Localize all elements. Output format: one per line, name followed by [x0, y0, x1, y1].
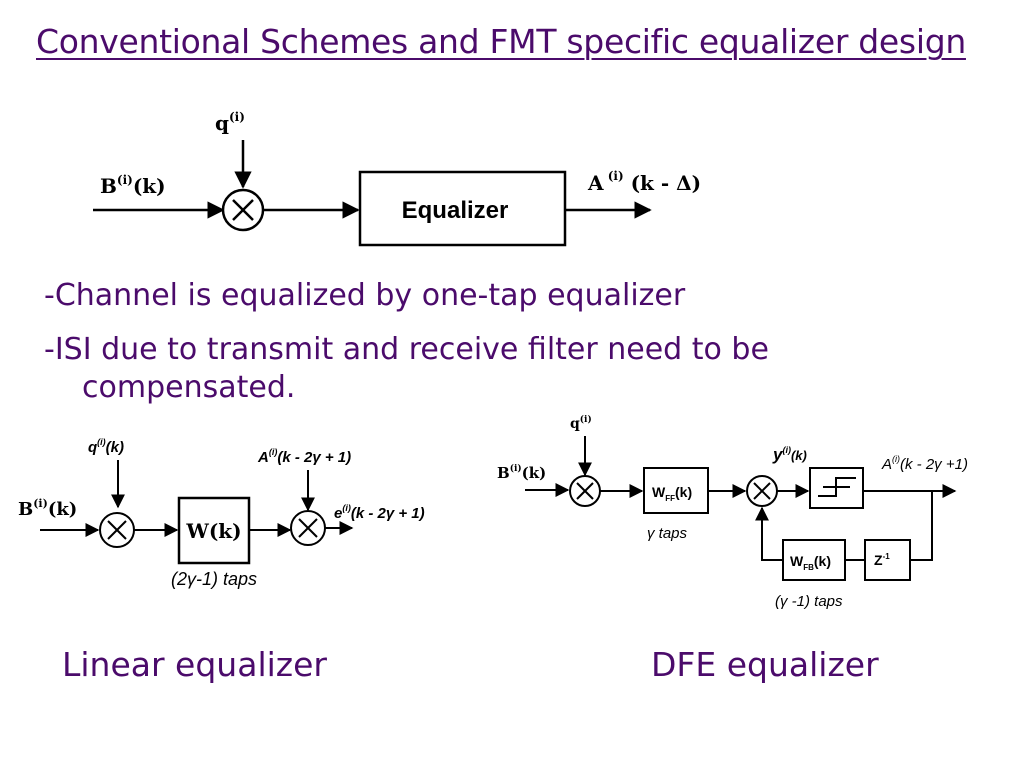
dfe-decision-icon — [818, 477, 856, 497]
dfe-mixer-1 — [569, 475, 601, 507]
dfe-equalizer-caption: DFE equalizer — [651, 645, 879, 684]
linear-mixer-2 — [290, 510, 326, 546]
bullet-list: -Channel is equalized by one-tap equaliz… — [44, 277, 984, 423]
dfe-ff-block — [643, 467, 709, 514]
linear-w-label: W(k) — [185, 519, 241, 543]
linear-q-label: q(i)(k) — [88, 437, 124, 456]
dfe-fb-taps: (γ -1) taps — [775, 593, 843, 610]
dfe-y-label: y(i)(k) — [772, 445, 807, 464]
dfe-equalizer-diagram: q(i) B(i)(k) WFF(k) γ taps y(i)(k) A(i)(… — [497, 414, 968, 610]
dfe-ff-label: WFF(k) — [652, 484, 692, 503]
bullet-item: -Channel is equalized by one-tap equaliz… — [44, 278, 686, 313]
top-output-label: A (i) (k - Δ) — [587, 169, 701, 195]
dfe-input-label: B(i)(k) — [497, 463, 546, 482]
top-q-label: q(i) — [215, 110, 245, 135]
top-equalizer-block-label: Equalizer — [402, 197, 509, 224]
linear-error-label: e(i)(k - 2γ + 1) — [334, 503, 425, 522]
top-equalizer-block — [358, 170, 567, 247]
linear-equalizer-caption: Linear equalizer — [62, 645, 327, 684]
dfe-fb-block — [782, 539, 846, 581]
linear-input-label: B(i)(k) — [18, 497, 77, 520]
dfe-mixer-2 — [746, 475, 778, 507]
dfe-fb-label: WFB(k) — [790, 553, 831, 572]
linear-taps-label: (2γ-1) taps — [171, 569, 257, 589]
linear-w-block — [177, 496, 251, 565]
top-input-label: B(i)(k) — [100, 173, 166, 198]
linear-equalizer-diagram: q(i)(k) B(i)(k) W(k) (2γ-1) taps A(i)(k … — [18, 437, 425, 589]
linear-mixer-1 — [99, 512, 135, 548]
bullet-item: -ISI due to transmit and receive filter … — [44, 332, 769, 405]
top-equalizer-diagram: q(i) B(i)(k) Equalizer A (i) (k - Δ) — [93, 110, 701, 247]
dfe-output-label: A(i)(k - 2γ +1) — [881, 454, 968, 473]
linear-ref-label: A(i)(k - 2γ + 1) — [257, 447, 351, 466]
dfe-ff-taps: γ taps — [647, 525, 688, 542]
slide-title: Conventional Schemes and FMT specific eq… — [36, 22, 966, 61]
top-mixer-symbol — [221, 188, 265, 232]
